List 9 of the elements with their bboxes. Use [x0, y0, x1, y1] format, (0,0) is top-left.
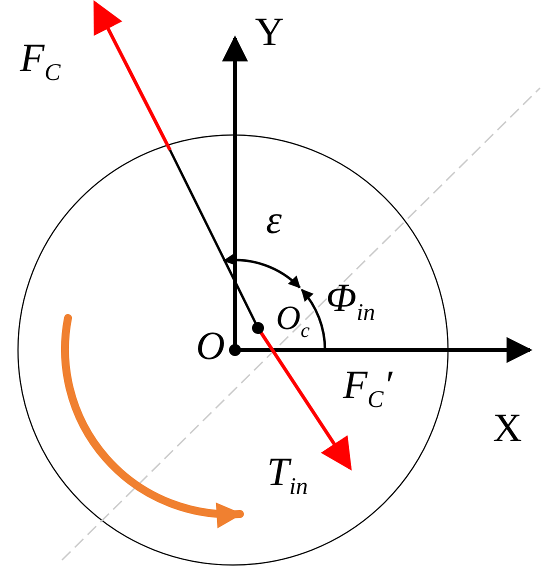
axis-label: X — [493, 408, 522, 448]
force-label: F$_{C}$ — [20, 38, 60, 85]
angle-label: Φ$_{in}$ — [326, 278, 376, 325]
angle-label: ε — [266, 200, 282, 240]
point-label: O$_{c}$ — [276, 302, 310, 342]
point-label: O — [196, 326, 225, 366]
force-label: F$_{C}$′ — [343, 365, 392, 412]
axis-label: Y — [255, 12, 284, 52]
torque-label: T$_{in}$ — [267, 452, 308, 499]
